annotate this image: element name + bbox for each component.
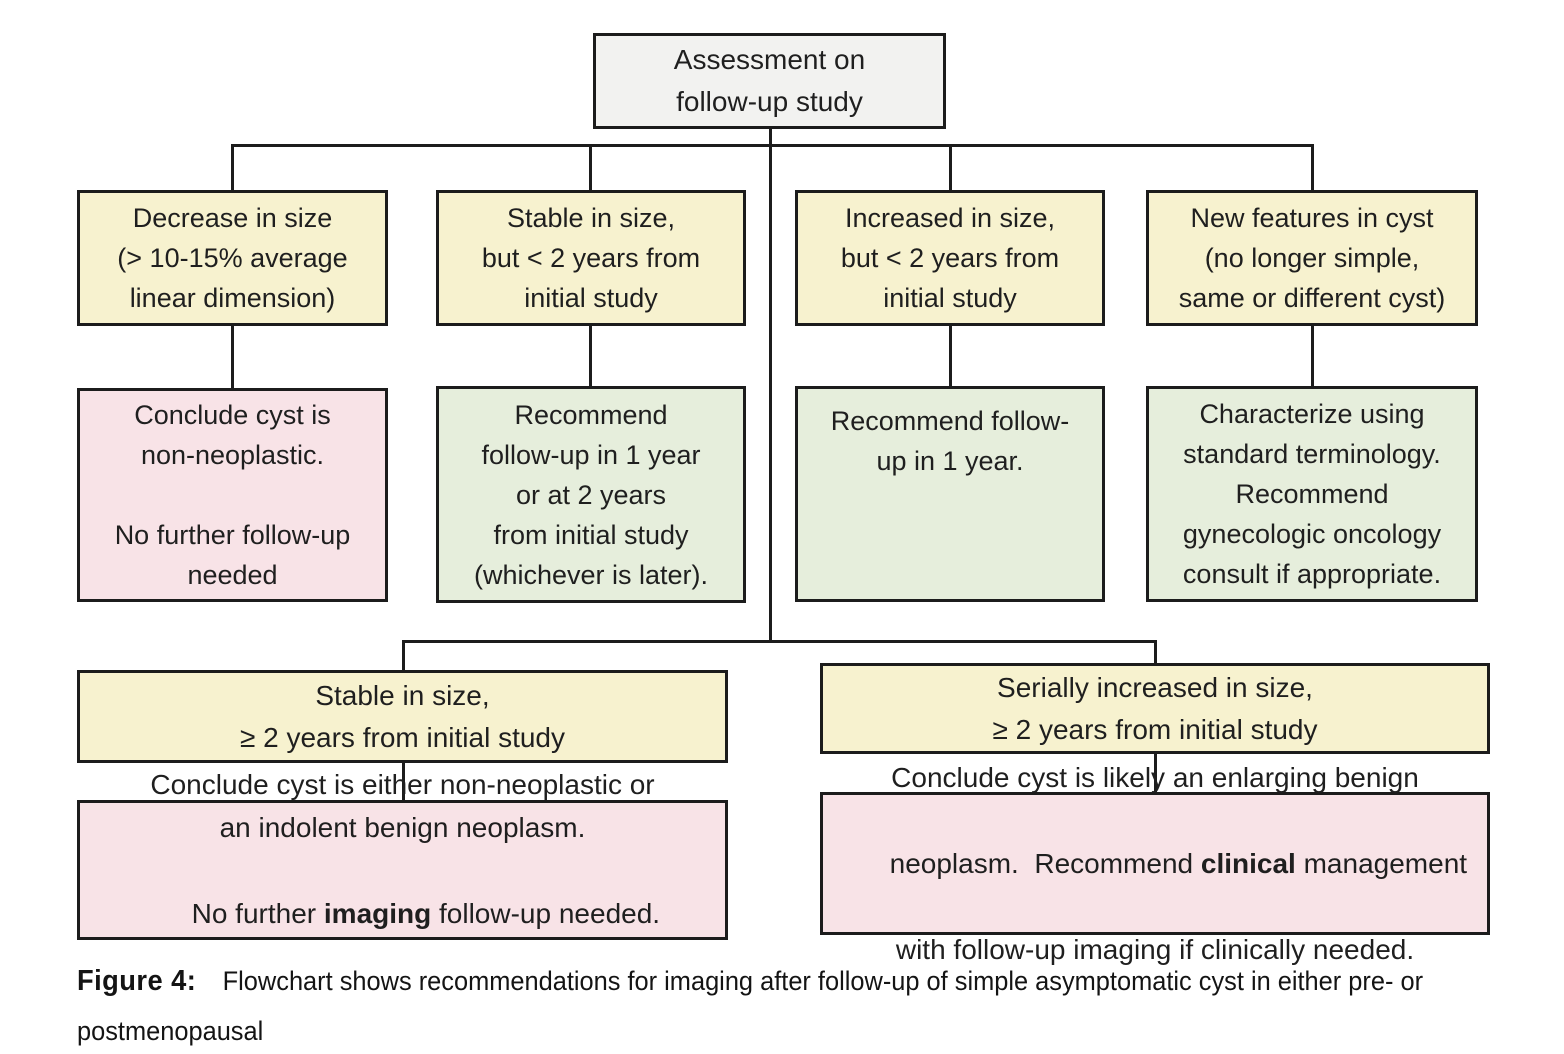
caption-text: Flowchart shows recommendations for imag…	[77, 966, 1431, 1046]
text-line: New features in cyst	[1190, 203, 1434, 233]
text-line: Increased in size,	[844, 203, 1056, 233]
text-line: (no longer simple,	[1204, 243, 1420, 273]
node-assessment: Assessment on follow-up study	[593, 33, 946, 129]
text-line: but < 2 years from	[840, 243, 1060, 273]
text-segment: neoplasm. Recommend	[889, 848, 1201, 879]
text-line: standard terminology.	[1183, 439, 1441, 469]
text-line: (whichever is later).	[473, 559, 709, 590]
text-line: ≥ 2 years from initial study	[992, 713, 1318, 745]
text-line: non-neoplastic.	[140, 440, 325, 470]
text-line: from initial study	[493, 519, 689, 550]
figure-caption: Figure 4:Flowchart shows recommendations…	[77, 956, 1475, 1054]
text-line: initial study	[524, 283, 658, 313]
text-line: Conclude cyst is likely an enlarging ben…	[891, 762, 1419, 793]
figure-label: Figure 4:	[77, 965, 197, 997]
text-line: Conclude cyst is either non-neoplastic o…	[150, 768, 655, 800]
text-line: with follow-up imaging if clinically nee…	[895, 934, 1415, 965]
text-line: needed	[187, 560, 278, 590]
connector-line	[949, 144, 952, 190]
node-recommend-1yr: Recommend follow-up in 1 year.	[795, 386, 1105, 602]
text-line: Stable in size,	[506, 203, 676, 233]
text-line: ≥ 2 years from initial study	[239, 721, 566, 753]
text-line: same or different cyst)	[1178, 283, 1446, 313]
text-line: neoplasm. Recommend clinical management	[843, 799, 1467, 928]
text-segment: No further	[191, 897, 324, 929]
connector-line	[1311, 144, 1314, 190]
text-line: Recommend follow-	[830, 406, 1070, 436]
text-line: Characterize using	[1199, 399, 1425, 429]
text-line: gynecologic oncology	[1182, 519, 1442, 549]
text-line: an indolent benign neoplasm.	[219, 811, 586, 843]
text-line: linear dimension)	[129, 283, 336, 313]
node-characterize: Characterize using standard terminology. R…	[1146, 386, 1478, 602]
node-increased-lt-2yr: Increased in size, but < 2 years from init…	[795, 190, 1105, 326]
text-line: or at 2 years	[515, 479, 667, 510]
connector-line	[231, 144, 234, 190]
connector-hline-bottom	[402, 640, 1157, 643]
connector-line	[402, 640, 405, 670]
text-line: consult if appropriate.	[1182, 559, 1442, 589]
connector-line	[949, 326, 952, 386]
connector-line	[589, 326, 592, 386]
node-serially-increased-ge-2yr: Serially increased in size, ≥ 2 years fro…	[820, 663, 1490, 754]
text-line	[229, 475, 237, 515]
text-segment: management	[1295, 848, 1468, 879]
text-line: No further follow-up	[114, 520, 351, 550]
text-line: Recommend	[1235, 479, 1389, 509]
text-segment: follow-up needed.	[431, 897, 661, 929]
text-segment-bold: imaging	[323, 897, 432, 929]
connector-line	[589, 144, 592, 190]
connector-hline-top	[231, 144, 1314, 147]
node-decrease-in-size: Decrease in size (> 10-15% average linear …	[77, 190, 388, 326]
connector-line	[1154, 640, 1157, 663]
text-line: follow-up study	[676, 86, 863, 117]
node-recommend-1yr-or-2yr: Recommend follow-up in 1 year or at 2 year…	[436, 386, 746, 603]
text-line: Assessment on	[673, 44, 866, 75]
text-segment-bold: clinical	[1200, 848, 1296, 879]
text-line: up in 1 year.	[876, 446, 1024, 476]
node-conclude-enlarging: Conclude cyst is likely an enlarging ben…	[820, 762, 1490, 965]
text-line: but < 2 years from	[481, 243, 701, 273]
node-new-features: New features in cyst (no longer simple, sa…	[1146, 190, 1478, 326]
connector-line	[402, 762, 405, 800]
connector-line	[1311, 326, 1314, 386]
text-line: No further imaging follow-up needed.	[145, 849, 660, 978]
caption-line: Figure 4:Flowchart shows recommendations…	[77, 956, 1475, 1054]
text-line: initial study	[883, 283, 1017, 313]
text-line: Recommend	[514, 399, 668, 430]
connector-trunk	[769, 128, 772, 642]
text-line: Conclude cyst is	[134, 400, 331, 430]
connector-line	[231, 326, 234, 388]
node-conclude-indolent: Conclude cyst is either non-neoplastic o…	[77, 769, 728, 940]
node-conclude-nonneoplastic: Conclude cyst is non-neoplastic. No furth…	[77, 388, 388, 602]
node-stable-lt-2yr: Stable in size, but < 2 years from initial…	[436, 190, 746, 326]
text-line: follow-up in 1 year	[481, 439, 701, 470]
text-line: Stable in size,	[315, 679, 490, 711]
text-line: Serially increased in size,	[997, 671, 1313, 703]
connector-line	[1154, 753, 1157, 792]
node-stable-ge-2yr: Stable in size, ≥ 2 years from initial st…	[77, 670, 728, 763]
text-line: Decrease in size	[132, 203, 333, 233]
text-line: (> 10-15% average	[117, 243, 348, 273]
